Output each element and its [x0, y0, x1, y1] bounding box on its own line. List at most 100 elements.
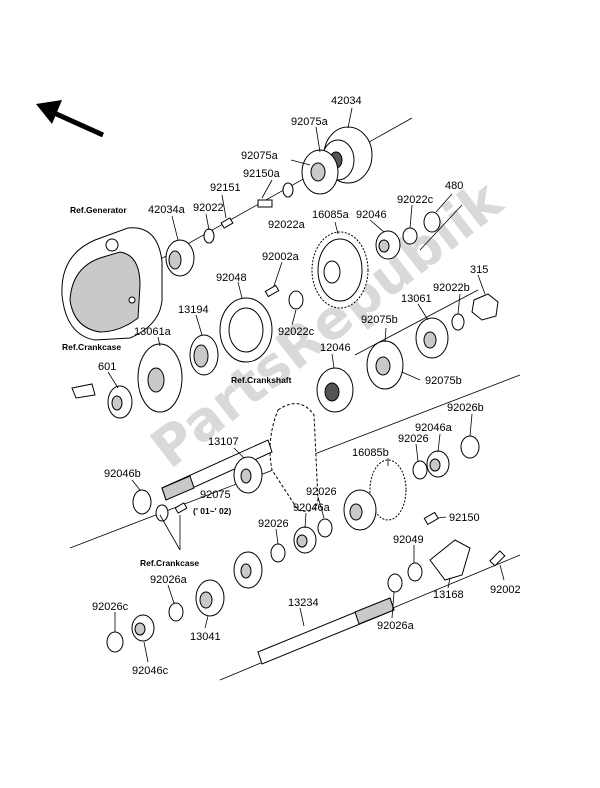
- label-13061: 13061: [401, 293, 432, 305]
- part-92048-shape: [219, 297, 273, 363]
- part-13194-shape: [189, 334, 219, 376]
- part-13168-shape: [429, 539, 471, 581]
- label-92022c-2: 92022c: [278, 326, 315, 338]
- small-bolt-shape: [174, 502, 188, 514]
- label-480: 480: [445, 180, 463, 192]
- label-16085b: 16085b: [352, 447, 389, 459]
- label-92075a: 92075a: [291, 116, 329, 128]
- part-92046-shape: [375, 230, 401, 260]
- label-92049: 92049: [393, 534, 424, 546]
- label-92022b: 92022b: [433, 282, 470, 294]
- part-92150-shape: [423, 511, 439, 526]
- part-92046c-shape: [131, 614, 155, 642]
- part-92022c-shape: [402, 227, 418, 245]
- part-92026a-2-shape: [387, 573, 403, 593]
- part-16085a-shape: [311, 231, 369, 309]
- part-13107-shape: [161, 439, 273, 501]
- label-92075b: 92075b: [361, 314, 398, 326]
- label-92026a-2: 92026a: [377, 620, 415, 632]
- label-13168: 13168: [433, 589, 464, 601]
- label-92046b: 92046b: [104, 468, 141, 480]
- ref-crankshaft-label: Ref.Crankshaft: [231, 375, 292, 385]
- part-92075b-shape: [366, 340, 404, 390]
- label-92075: 92075: [200, 489, 231, 501]
- label-92046c: 92046c: [132, 665, 169, 677]
- part-92026-shape: [412, 460, 428, 480]
- part-13061-shape: [415, 317, 449, 359]
- part-92022-shape: [203, 228, 215, 244]
- label-315: 315: [470, 264, 488, 276]
- label-13194: 13194: [178, 304, 209, 316]
- years-note-label: (' 01~' 02): [193, 506, 231, 516]
- part-13061a-shape: [137, 343, 183, 413]
- crankcase-bracket-top: [71, 383, 96, 399]
- part-92026b-shape: [460, 435, 480, 459]
- label-92150a: 92150a: [243, 168, 281, 180]
- label-92150: 92150: [449, 512, 480, 524]
- part-92150a-shape: [257, 199, 273, 208]
- label-92026a: 92026a: [150, 574, 188, 586]
- part-92046b-shape: [132, 489, 152, 515]
- label-92151: 92151: [210, 182, 241, 194]
- label-92075a-2: 92075a: [241, 150, 279, 162]
- label-13234: 13234: [288, 597, 319, 609]
- label-92048: 92048: [216, 272, 247, 284]
- part-92002-shape: [489, 550, 506, 567]
- label-92002: 92002: [490, 584, 521, 596]
- part-92002a-shape: [264, 284, 280, 298]
- label-92022: 92022: [193, 202, 224, 214]
- leader-lines: [107, 107, 505, 663]
- part-480-shape: [423, 211, 441, 233]
- label-92046a: 92046a: [415, 422, 453, 434]
- label-13041: 13041: [190, 631, 221, 643]
- label-92075b-2: 92075b: [425, 375, 462, 387]
- label-92046a-2: 92046a: [293, 502, 331, 514]
- label-92026-2: 92026: [306, 486, 337, 498]
- part-92075-shape: [233, 456, 263, 494]
- part-92151-shape: [220, 217, 234, 229]
- part-92022b-shape: [451, 313, 465, 331]
- part-13234-shape: [257, 597, 395, 665]
- part-92046a-2-shape: [293, 526, 317, 554]
- ref-crankcase-bottom-label: Ref.Crankcase: [140, 558, 199, 568]
- part-92022a-shape: [282, 182, 294, 198]
- part-92046a-shape: [426, 450, 450, 478]
- part-92022c-2-shape: [288, 290, 304, 310]
- generator-cover-part: [61, 227, 163, 341]
- part-315-shape: [471, 293, 499, 321]
- label-92026c: 92026c: [92, 601, 129, 613]
- label-92002a: 92002a: [262, 251, 300, 263]
- part-92026c-shape: [106, 631, 124, 653]
- label-92026-3: 92026: [258, 518, 289, 530]
- label-92026: 92026: [398, 433, 429, 445]
- crankcase-leader-a: [159, 514, 181, 551]
- part-16085b-shape: [343, 459, 407, 531]
- part-12046-shape: [316, 367, 354, 413]
- label-12046: 12046: [320, 342, 351, 354]
- part-92046b-washer-shape: [155, 504, 169, 522]
- label-92022c: 92022c: [397, 194, 434, 206]
- label-92026b: 92026b: [447, 402, 484, 414]
- label-92046: 92046: [356, 209, 387, 221]
- part-92026a-shape: [168, 602, 184, 622]
- direction-arrow-icon: [36, 100, 105, 138]
- part-92026-3-shape: [270, 543, 286, 563]
- ref-crankcase-top-label: Ref.Crankcase: [62, 342, 121, 352]
- label-13107: 13107: [208, 436, 239, 448]
- part-601-shape: [107, 385, 133, 419]
- label-601: 601: [98, 361, 116, 373]
- part-92075a-shape: [301, 149, 339, 195]
- part-92026-2-shape: [317, 518, 333, 538]
- label-13061a: 13061a: [134, 326, 172, 338]
- label-42034: 42034: [331, 95, 362, 107]
- label-16085a: 16085a: [312, 209, 350, 221]
- part-42034a-shape: [165, 239, 195, 277]
- part-gear-92046c-upper: [233, 551, 263, 589]
- label-42034a: 42034a: [148, 204, 186, 216]
- label-92022a: 92022a: [268, 219, 306, 231]
- cam-chain-part: [269, 403, 319, 512]
- ref-generator-label: Ref.Generator: [70, 205, 127, 215]
- part-13041-shape: [195, 579, 225, 617]
